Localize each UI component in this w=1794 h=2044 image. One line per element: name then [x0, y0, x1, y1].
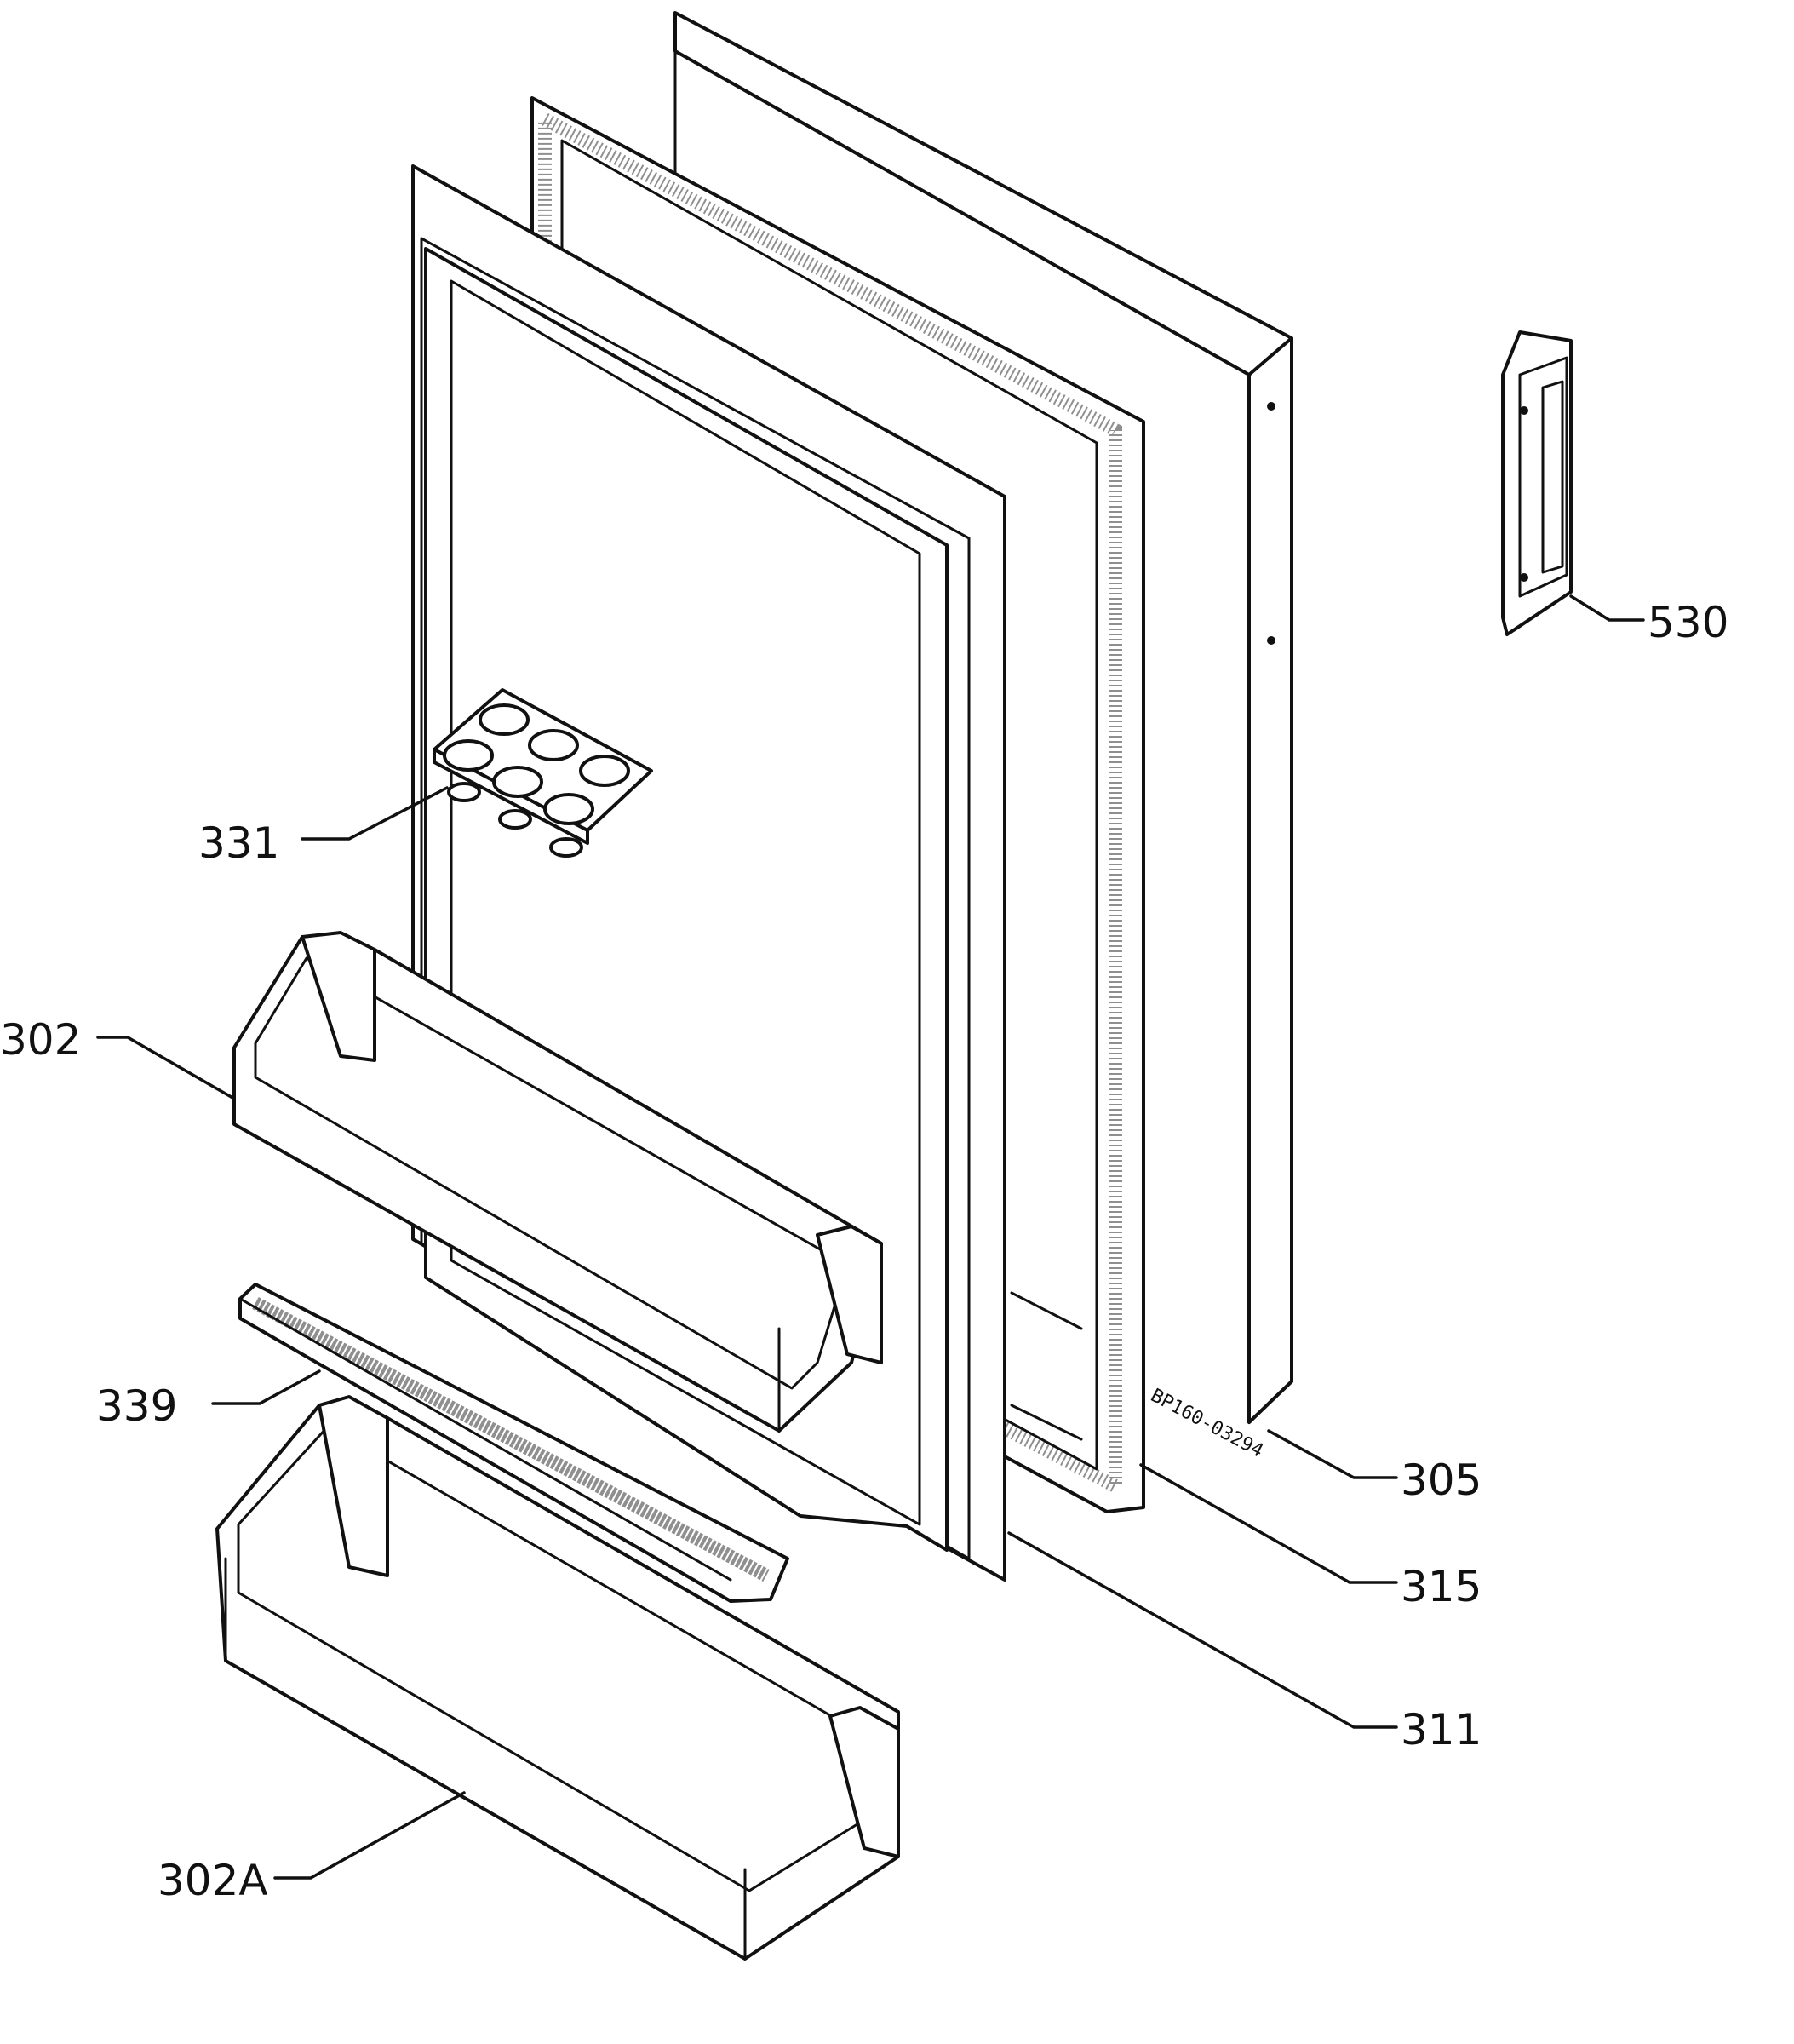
- callout-305: 305: [1401, 1455, 1482, 1505]
- door-shelf-302: [232, 931, 883, 1433]
- outer-door-panel-305: [673, 11, 1293, 1424]
- bottle-retainer-339: [238, 1283, 789, 1603]
- leader-339: [211, 1369, 321, 1405]
- callout-311: 311: [1401, 1705, 1482, 1754]
- callout-331: 331: [198, 818, 279, 868]
- leader-331: [301, 786, 449, 841]
- leader-311: [1007, 1531, 1398, 1729]
- leader-lines: [96, 594, 1645, 1880]
- hinge-part-530: [1501, 330, 1573, 636]
- callout-530: 530: [1648, 598, 1728, 647]
- door-shelf-302a: [215, 1395, 900, 1961]
- callout-302a: 302A: [158, 1856, 268, 1905]
- leader-302: [96, 1036, 236, 1100]
- leader-315: [1139, 1463, 1398, 1584]
- callout-302: 302: [0, 1015, 81, 1065]
- callout-315: 315: [1401, 1562, 1482, 1611]
- leader-530: [1569, 594, 1645, 622]
- egg-tray-331: [433, 688, 653, 858]
- leader-302a: [273, 1791, 466, 1880]
- callout-339: 339: [96, 1381, 177, 1431]
- leader-305: [1267, 1429, 1398, 1479]
